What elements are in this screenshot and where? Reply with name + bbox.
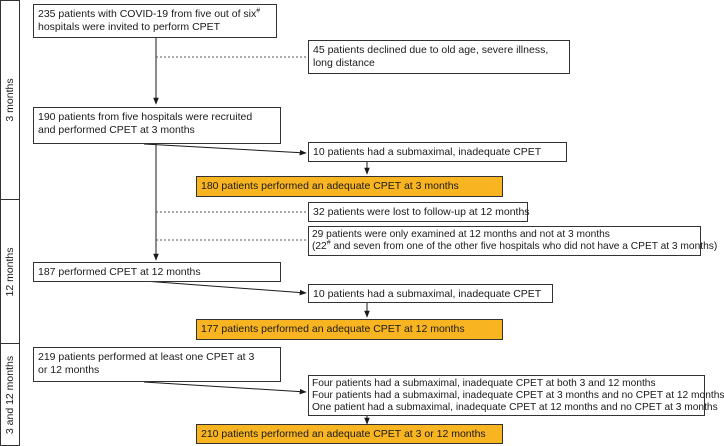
section-label-3-months: 3 months [0,0,20,200]
box-lost-12-months: 32 patients were lost to follow-up at 12… [308,202,530,222]
submaxboth-line1: Four patients had a submaximal, inadequa… [312,378,656,389]
performed12-line1: 187 performed CPET at 12 months [38,266,201,278]
recruited-line1: 190 patients from five hospitals were re… [38,111,253,123]
only12-footnote-mark: # [326,239,331,247]
box-submax-12-months: 10 patients had a submaximal, inadequate… [308,284,553,303]
box-adequate-12-months: 177 patients performed an adequate CPET … [196,319,503,340]
flow-connectors [143,38,370,425]
section-label-3-and-12-months: 3 and 12 months [0,343,20,446]
invited-line2: hospitals were invited to perform CPET [38,21,221,33]
adequateeither-line1: 210 patients performed an adequate CPET … [201,428,486,440]
adequate12-line1: 177 patients performed an adequate CPET … [201,323,465,335]
atleastone-line2: or 12 months [38,364,100,376]
arrow-performed12-to-submax12 [143,280,307,296]
section-label-text: 3 months [4,78,16,122]
submax3-line1: 10 patients had a submaximal, inadequate… [313,146,542,158]
declined-line2: long distance [313,57,375,69]
invited-footnote-mark: # [256,7,261,15]
box-submax-both: Four patients had a submaximal, inadequa… [308,375,724,416]
submaxboth-line3: One patient had a submaximal, inadequate… [312,402,718,413]
arrow-atleastone-to-submaxboth [143,381,307,395]
declined-line1: 45 patients declined due to old age, sev… [313,44,549,56]
section-label-text: 3 and 12 months [4,355,16,434]
box-only-12-months: 29 patients were only examined at 12 mon… [308,226,717,256]
arrow-recruited-to-submax3 [143,143,307,156]
section-label-12-months: 12 months [0,199,20,344]
box-invited: 235 patients with COVID-19 from five out… [33,4,277,38]
recruited-line2: and performed CPET at 3 months [38,124,195,136]
box-adequate-3-or-12-months: 210 patients performed an adequate CPET … [196,424,503,444]
section-label-text: 12 months [4,246,16,297]
atleastone-line1: 219 patients performed at least one CPET… [38,351,255,363]
box-at-least-one-cpet: 219 patients performed at least one CPET… [33,347,281,382]
lost12-line1: 32 patients were lost to follow-up at 12… [313,206,530,218]
box-recruited: 190 patients from five hospitals were re… [33,107,281,144]
submax12-line1: 10 patients had a submaximal, inadequate… [313,288,542,300]
only12-line1: 29 patients were only examined at 12 mon… [312,229,610,240]
box-declined: 45 patients declined due to old age, sev… [308,40,570,74]
only12-line2-start: (22 [312,241,327,252]
invited-line1: 235 patients with COVID-19 from five out… [38,8,257,20]
adequate3-line1: 180 patients performed an adequate CPET … [201,180,459,192]
box-performed-12-months: 187 performed CPET at 12 months [33,262,281,282]
box-submax-3-months: 10 patients had a submaximal, inadequate… [308,142,567,162]
submaxboth-line2: Four patients had a submaximal, inadequa… [312,390,724,401]
only12-line2-rest: and seven from one of the other five hos… [330,241,718,252]
box-adequate-3-months: 180 patients performed an adequate CPET … [196,176,503,197]
